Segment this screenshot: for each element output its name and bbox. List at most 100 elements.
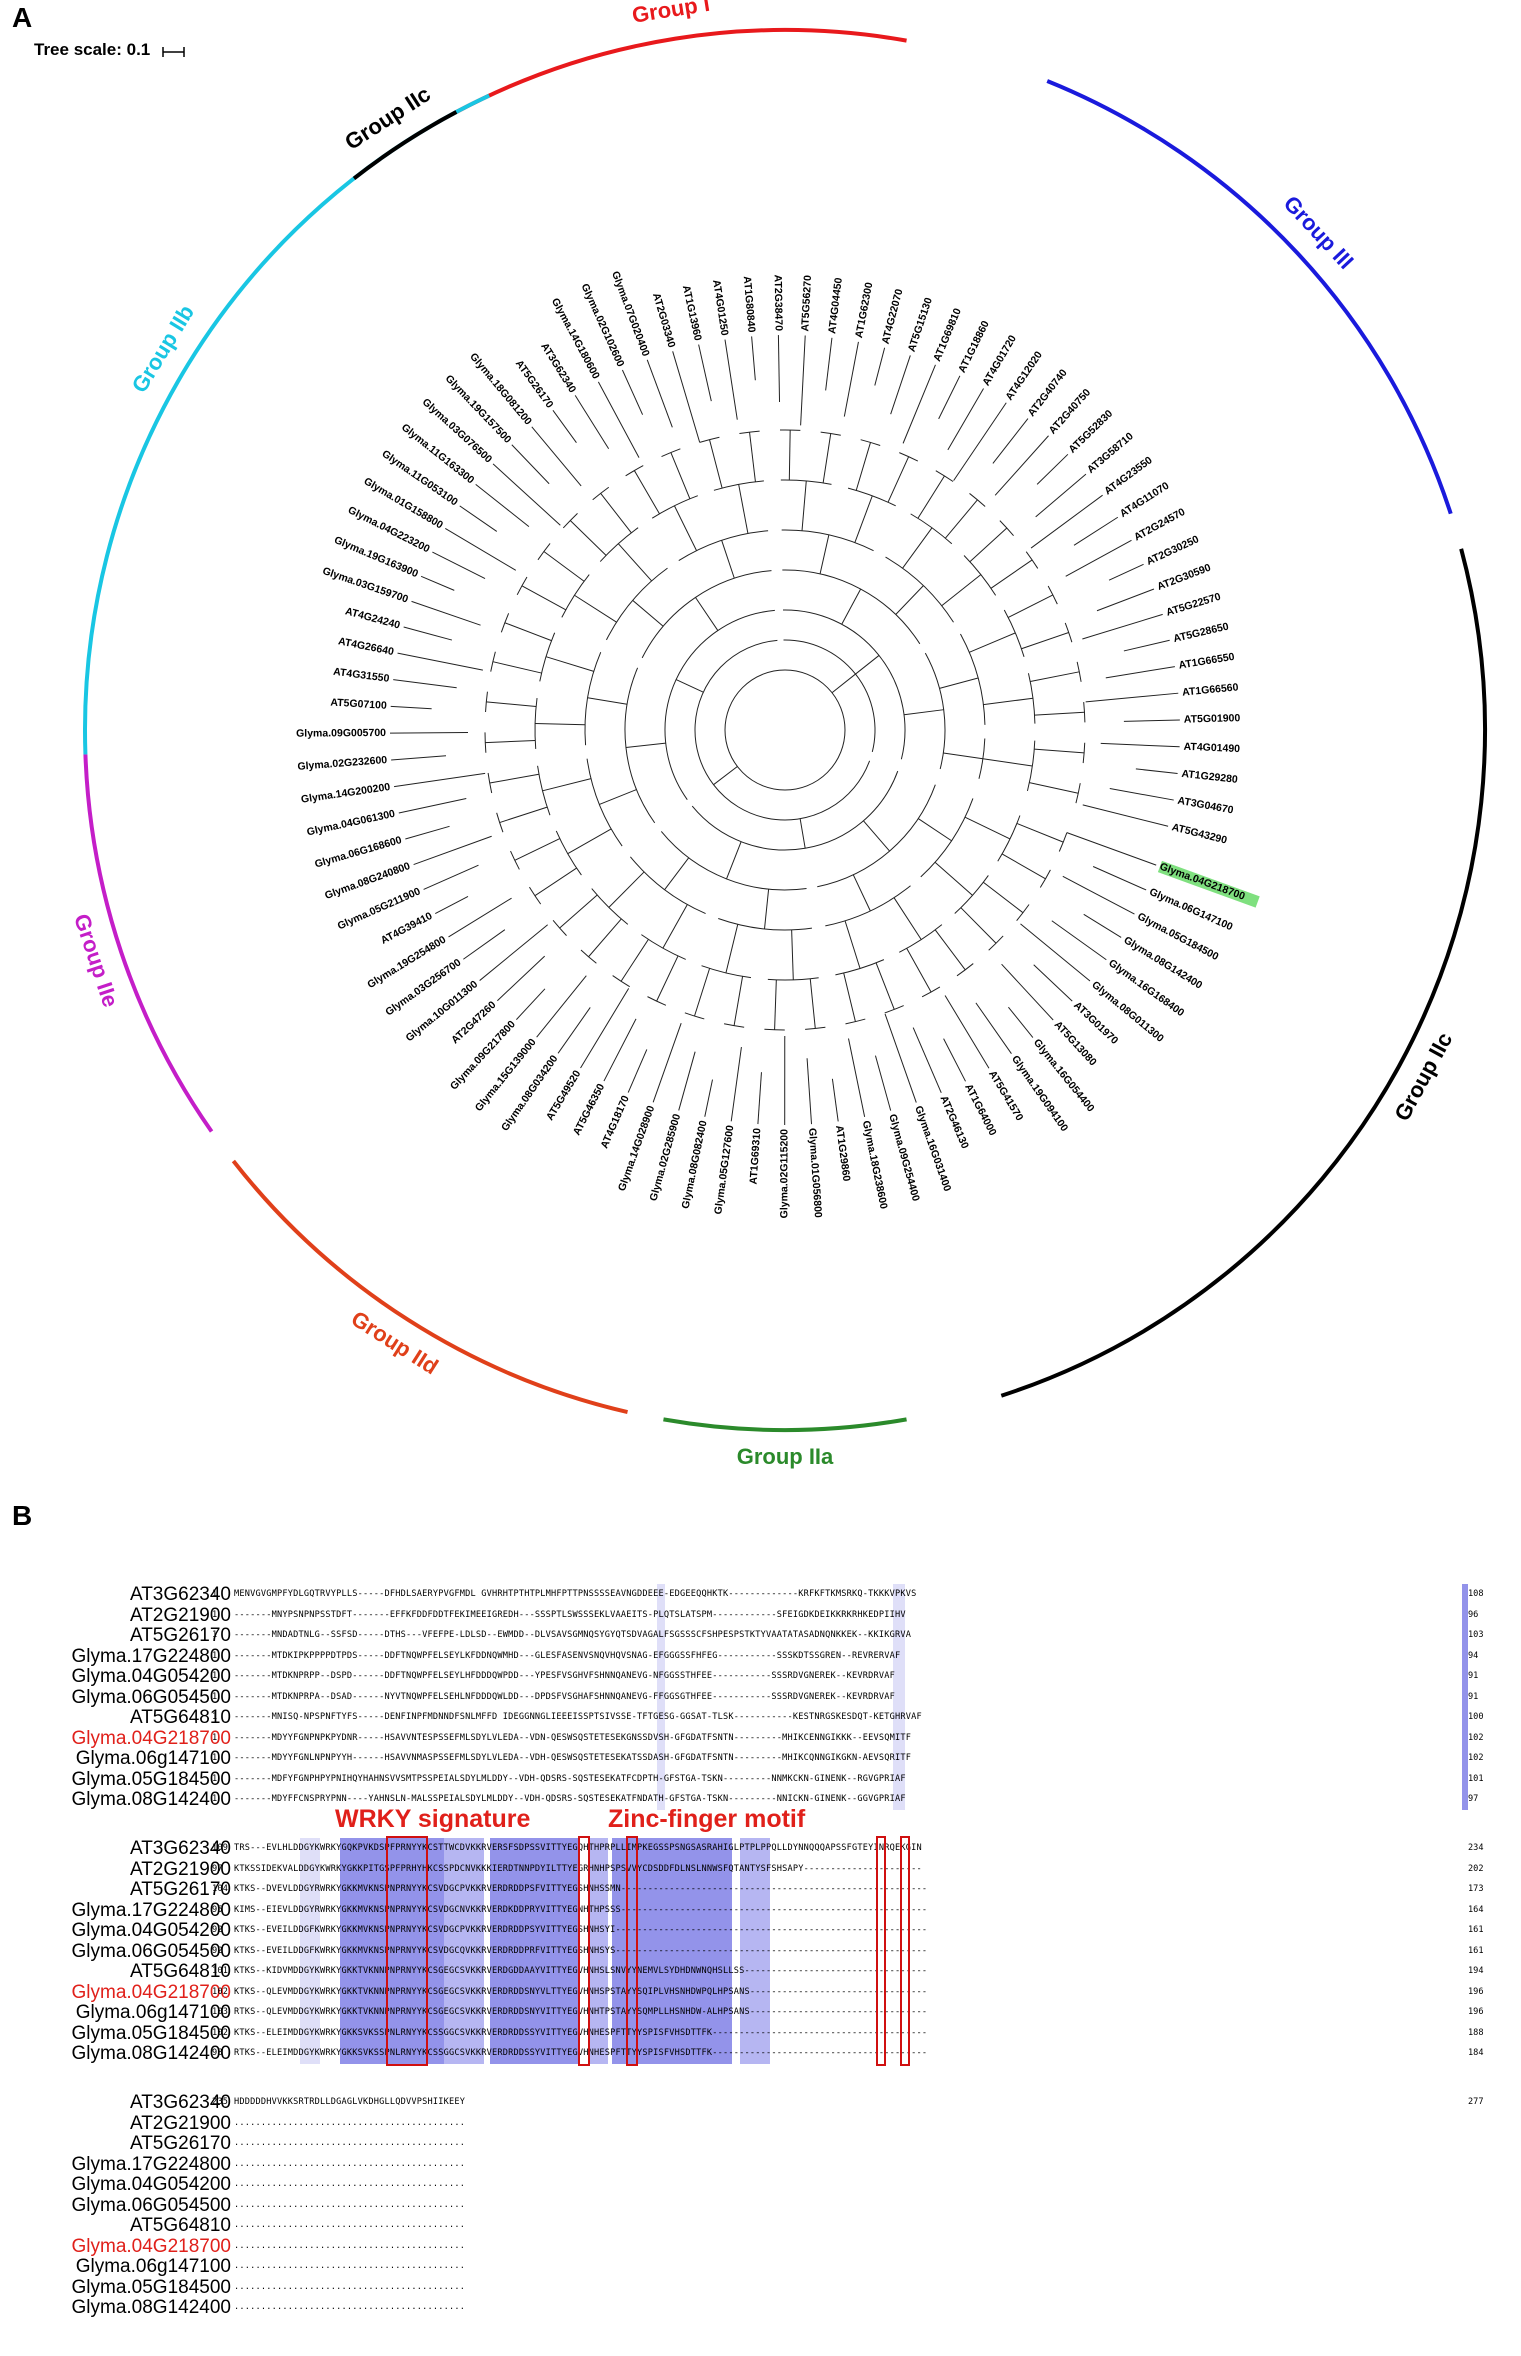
tree-scale-label: Tree scale: 0.1 [34, 40, 151, 59]
tree-leaf-label: AT5G15130 [906, 296, 935, 353]
tree-leaf-label: AT5G07100 [330, 697, 387, 712]
tree-clade-arc [739, 430, 760, 434]
tree-stem [799, 818, 806, 849]
tree-tip-branch [806, 1058, 813, 1125]
sequence-end: 164 [1468, 1904, 1484, 1915]
tree-tip-branch [678, 1051, 696, 1111]
tree-tip-branch [944, 995, 990, 1069]
conservation-shading [490, 1838, 580, 2064]
sequence-start: 1 [212, 1650, 218, 1661]
tree-stem [822, 433, 832, 484]
tree-tip-branch [463, 929, 506, 960]
tree-clade-arc [783, 639, 876, 753]
tree-stem [809, 978, 816, 1029]
sequence-start: 1 [212, 1732, 218, 1743]
tree-clade-arc [899, 924, 943, 953]
tree-tip-branch [574, 395, 610, 449]
tree-tip-branch [825, 337, 833, 391]
tree-stem [574, 594, 617, 623]
group-arc [663, 1417, 907, 1433]
sequence-start: 98 [212, 2048, 223, 2058]
sequence-residues: MENVGVGMPFYDLGQTRVYPLLS-----DFHDLSAERYPV… [234, 1589, 917, 1599]
tree-tip-branch [1033, 964, 1073, 1002]
tree-tip-branch [1096, 588, 1155, 612]
tree-stem [1029, 782, 1079, 794]
tree-clade-arc [723, 1023, 745, 1028]
tree-tip-branch [1066, 832, 1157, 866]
tree-stem [504, 622, 552, 642]
tree-stem [695, 597, 719, 631]
sequence-end: 234 [1468, 1843, 1484, 1853]
sequence-start: 102 [212, 1986, 229, 1997]
tree-stem [587, 697, 628, 705]
sequence-residues: -------MDYYFGNPNPKPYDNR-----HSAVVNTESPSS… [234, 1732, 912, 1743]
sequence-residues: HDDDDDHVVKKSRTRDLLDGAGLVKDHGLLQDVVPSHIIK… [234, 2097, 466, 2107]
tree-tip-branch [947, 388, 984, 451]
tree-stem [983, 881, 1024, 914]
tree-leaf-label: Glyma.08G082400 [680, 1119, 710, 1210]
tree-stem [713, 766, 738, 786]
sequence-name: AT3G62340 [129, 1584, 231, 1605]
tree-tip-branch [874, 347, 886, 386]
sequence-residues: ........................................… [234, 2158, 466, 2169]
tree-tip-branch [992, 418, 1029, 464]
sequence-end: 188 [1468, 2027, 1484, 2038]
tree-leaf-label: AT5G43290 [1171, 821, 1229, 846]
sequence-name: AT5G64810 [129, 2215, 231, 2236]
tree-stem [943, 752, 983, 760]
tree-clade-arc [910, 513, 953, 545]
tree-stem [990, 559, 1033, 589]
tree-clade-arc [1003, 609, 1025, 657]
group-arc [1000, 548, 1487, 1398]
tree-tip-branch [884, 1013, 917, 1103]
tree-stem [608, 871, 645, 908]
tree-clade-arc [592, 486, 610, 501]
tree-leaf-label: Glyma.02G232600 [297, 754, 388, 773]
tree-tip-branch [953, 402, 1007, 481]
tree-clade-arc [963, 555, 997, 596]
sequence-end: 161 [1468, 1945, 1484, 1956]
sequence-residues: ........................................… [234, 2261, 466, 2271]
tree-tip-branch [975, 1002, 1012, 1054]
tree-tip-branch [1100, 742, 1180, 748]
tree-leaf-label: AT4G26640 [337, 635, 395, 658]
tree-leaf-label: AT2G30590 [1155, 562, 1212, 593]
tree-tip-branch [557, 1007, 591, 1054]
tree-stem [801, 480, 807, 531]
sequence-name: AT5G26170 [129, 1879, 231, 1900]
group-arc [1046, 79, 1453, 515]
tree-leaf-label: Glyma.09G254400 [886, 1113, 922, 1203]
tree-leaf-label: AT2G24570 [1132, 506, 1187, 544]
tree-clade-arc [845, 1018, 866, 1025]
tree-tip-branch [704, 1079, 713, 1117]
tree-tip-branch [1083, 913, 1122, 938]
tree-tip-branch [724, 339, 738, 420]
tree-stem [982, 758, 1033, 767]
sequence-end: 102 [1468, 1732, 1484, 1743]
sequence-residues: KTKS--DVEVLDDGYRWRKYGKKMVKNSPNPRNYYKCSVD… [234, 1884, 928, 1894]
tree-leaf-label: AT1G64000 [962, 1082, 999, 1138]
sequence-start: 101 [212, 1966, 229, 1976]
tree-tip-branch [411, 600, 481, 626]
sequence-start: 1 [212, 1753, 218, 1763]
tree-root-arc [724, 669, 846, 791]
sequence-end: 91 [1468, 1671, 1479, 1681]
tree-tip-branch [397, 652, 483, 671]
tree-tip-branch [777, 335, 781, 403]
sequence-end: 103 [1468, 1630, 1484, 1640]
tree-tip-branch [393, 679, 457, 689]
tree-stem [1008, 594, 1054, 618]
sequence-start: 1 [212, 1589, 218, 1599]
tree-leaf-label: AT1G66550 [1178, 651, 1236, 672]
tree-tip-branch [1020, 923, 1091, 982]
